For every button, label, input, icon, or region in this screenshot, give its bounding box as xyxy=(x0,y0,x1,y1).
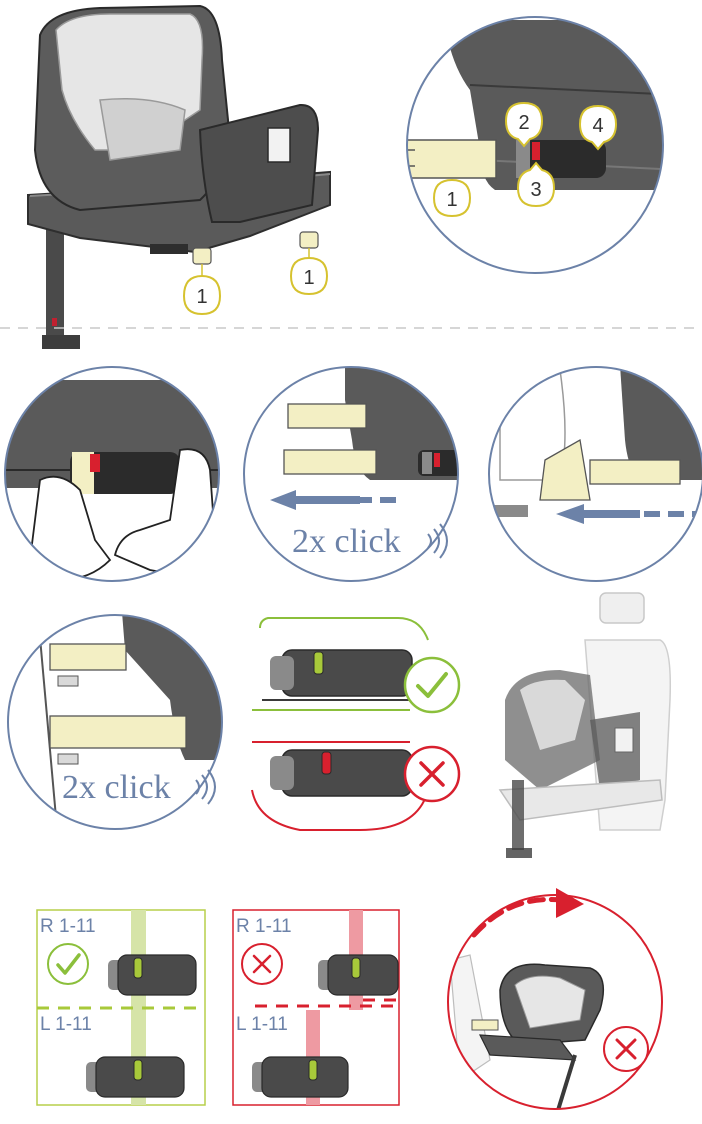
click-instruction: 2x click xyxy=(292,523,401,560)
connector-bottom xyxy=(86,1057,184,1097)
step-lock-connectors: 2x click xyxy=(0,610,230,840)
indicator-wrong xyxy=(250,740,459,835)
alignment-label-bottom: L 1-11 xyxy=(236,1014,288,1035)
check-icon xyxy=(405,658,459,712)
connector-top xyxy=(108,955,196,995)
step-release-handle xyxy=(0,360,230,590)
callout-number: 1 xyxy=(196,286,207,308)
callout-car-seat-b: 1 xyxy=(291,248,327,294)
step-extend-connectors: 2x click xyxy=(240,360,470,590)
click-instruction: 2x click xyxy=(62,769,171,806)
connector-bottom xyxy=(252,1057,348,1097)
step-insert-into-vehicle xyxy=(480,360,702,590)
alignment-wrong-panel: R 1-11 L 1-11 xyxy=(233,910,399,1105)
callout-number: 3 xyxy=(530,179,541,201)
car-seat-illustration: 1 1 xyxy=(28,6,330,349)
connector-detail-circle: 1 2 3 4 xyxy=(400,10,680,280)
callout-number: 2 xyxy=(518,112,529,134)
callout-number: 1 xyxy=(446,189,457,211)
alignment-label-bottom: L 1-11 xyxy=(40,1014,92,1035)
alignment-label-top: R 1-11 xyxy=(40,916,96,937)
alignment-label-top: R 1-11 xyxy=(236,916,292,937)
callout-detail-connector: 1 xyxy=(434,180,470,216)
callout-number: 4 xyxy=(592,115,603,137)
seat-in-vehicle-illustration xyxy=(500,593,670,858)
callout-number: 1 xyxy=(303,267,314,289)
indicator-correct xyxy=(250,615,459,715)
no-rotation-warning xyxy=(440,888,670,1120)
check-icon xyxy=(48,944,88,984)
callout-car-seat-a: 1 xyxy=(184,264,220,314)
alignment-correct-panel: R 1-11 L 1-11 xyxy=(37,910,205,1105)
connector-top xyxy=(318,955,398,995)
